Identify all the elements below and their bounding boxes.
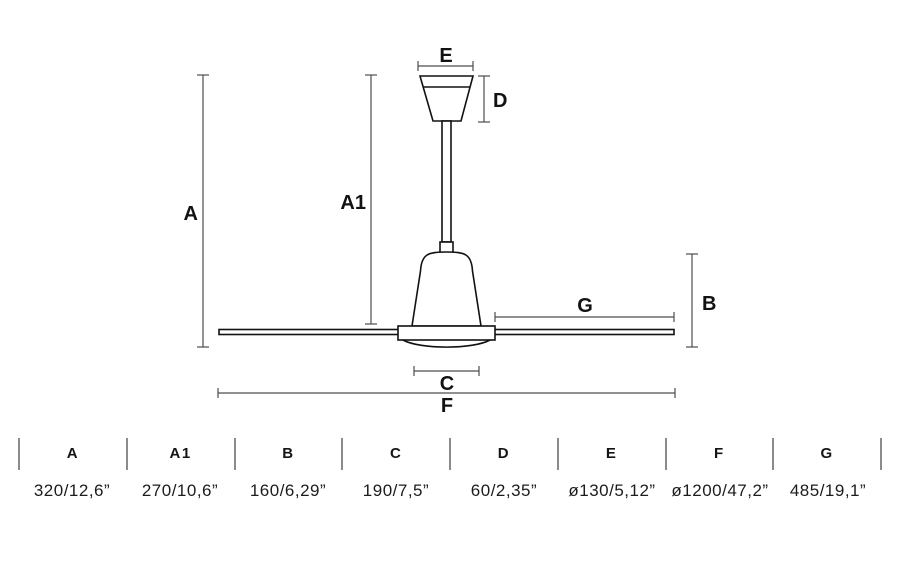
light-dome — [402, 339, 491, 348]
value-C: 190/7,5” — [362, 481, 430, 500]
left-blade — [218, 328, 401, 336]
value-E: ø130/5,12” — [568, 481, 656, 500]
dimension-lines — [197, 61, 698, 398]
value-F: ø1200/47,2” — [671, 481, 769, 500]
value-A1: 270/10,6” — [141, 481, 219, 500]
dim-line-C — [413, 366, 480, 376]
downrod — [441, 120, 452, 243]
dimension-table-header: A A1 B C D E F G — [18, 438, 882, 470]
canopy — [418, 75, 475, 122]
dim-line-A1 — [365, 74, 377, 325]
label-A: A — [184, 203, 198, 225]
label-E: E — [439, 45, 452, 67]
fan-line-drawing: A A1 E D B G C F — [184, 45, 717, 417]
label-C: C — [440, 373, 454, 395]
label-G: G — [577, 295, 593, 317]
col-header-D: D — [449, 438, 557, 470]
value-D: 60/2,35” — [470, 481, 538, 500]
col-header-C: C — [341, 438, 449, 470]
label-B: B — [702, 293, 716, 315]
dim-line-F — [217, 388, 676, 398]
blade-flange — [397, 325, 496, 341]
col-header-A1: A1 — [125, 438, 234, 470]
right-blade — [492, 328, 675, 336]
dim-line-E — [417, 61, 474, 71]
label-F: F — [441, 395, 453, 417]
value-G: 485/19,1” — [789, 481, 867, 500]
dim-line-A — [197, 74, 209, 348]
dim-line-D — [478, 75, 490, 123]
col-header-G: G — [772, 438, 880, 470]
dim-line-B — [686, 253, 698, 348]
col-header-F: F — [664, 438, 773, 470]
col-header-A: A — [18, 438, 126, 470]
label-A1: A1 — [340, 192, 366, 214]
label-D: D — [493, 90, 507, 112]
dimension-table: A A1 B C D E F G 320/12,6” 270/10,6” 160… — [18, 438, 882, 501]
fan-outline — [218, 75, 675, 348]
dim-line-G — [494, 312, 675, 322]
motor-housing — [411, 251, 482, 327]
dimension-table-values: 320/12,6” 270/10,6” 160/6,29” 190/7,5” 6… — [18, 481, 882, 501]
col-header-E: E — [556, 438, 665, 470]
dimension-labels: A A1 E D B G C F — [184, 45, 717, 417]
value-B: 160/6,29” — [249, 481, 327, 500]
col-header-B: B — [233, 438, 342, 470]
value-A: 320/12,6” — [33, 481, 111, 500]
